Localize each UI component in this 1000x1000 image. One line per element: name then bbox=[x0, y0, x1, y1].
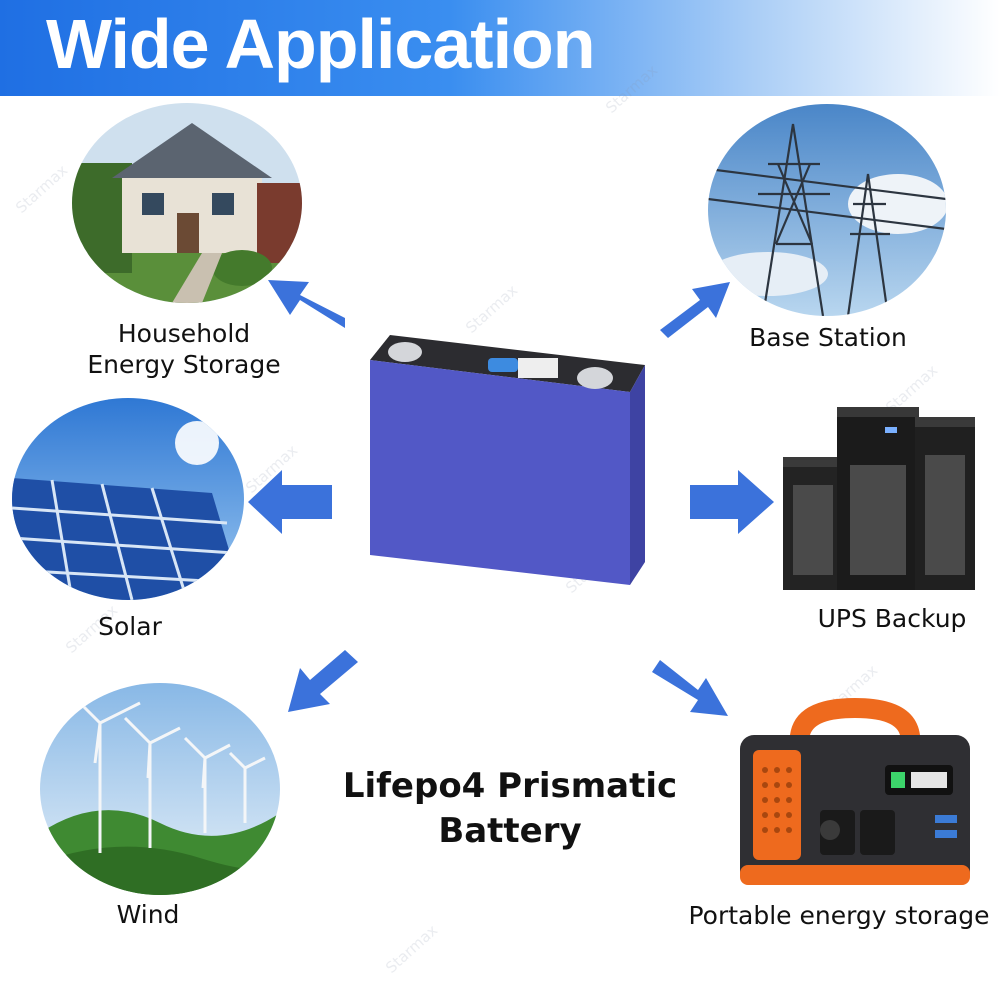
product-caption: Lifepo4 Prismatic Battery bbox=[300, 764, 720, 854]
product-caption-line2: Battery bbox=[438, 811, 582, 851]
arrow-icon bbox=[288, 650, 358, 712]
household-image bbox=[72, 103, 302, 303]
arrow-icon bbox=[248, 470, 332, 534]
household-label-line2: Energy Storage bbox=[87, 350, 281, 379]
base-station-label: Base Station bbox=[749, 323, 907, 352]
wind-image bbox=[40, 683, 280, 895]
arrow-icon bbox=[268, 280, 345, 328]
portable-station-image bbox=[735, 690, 975, 890]
battery-image bbox=[360, 330, 650, 590]
solar-image bbox=[12, 398, 244, 600]
header-banner: Wide Application bbox=[0, 0, 1000, 96]
arrow-icon bbox=[690, 470, 774, 534]
wind-label: Wind bbox=[116, 900, 180, 929]
portable-label: Portable energy storage bbox=[688, 901, 990, 930]
product-caption-line1: Lifepo4 Prismatic bbox=[342, 766, 678, 806]
base-station-image bbox=[708, 104, 946, 316]
page-title: Wide Application bbox=[46, 5, 596, 83]
ups-label: UPS Backup bbox=[817, 604, 967, 633]
solar-label: Solar bbox=[98, 612, 162, 641]
ups-image bbox=[775, 405, 980, 595]
household-label: Household bbox=[117, 319, 251, 348]
arrow-icon bbox=[660, 282, 730, 338]
arrow-icon bbox=[652, 660, 728, 716]
